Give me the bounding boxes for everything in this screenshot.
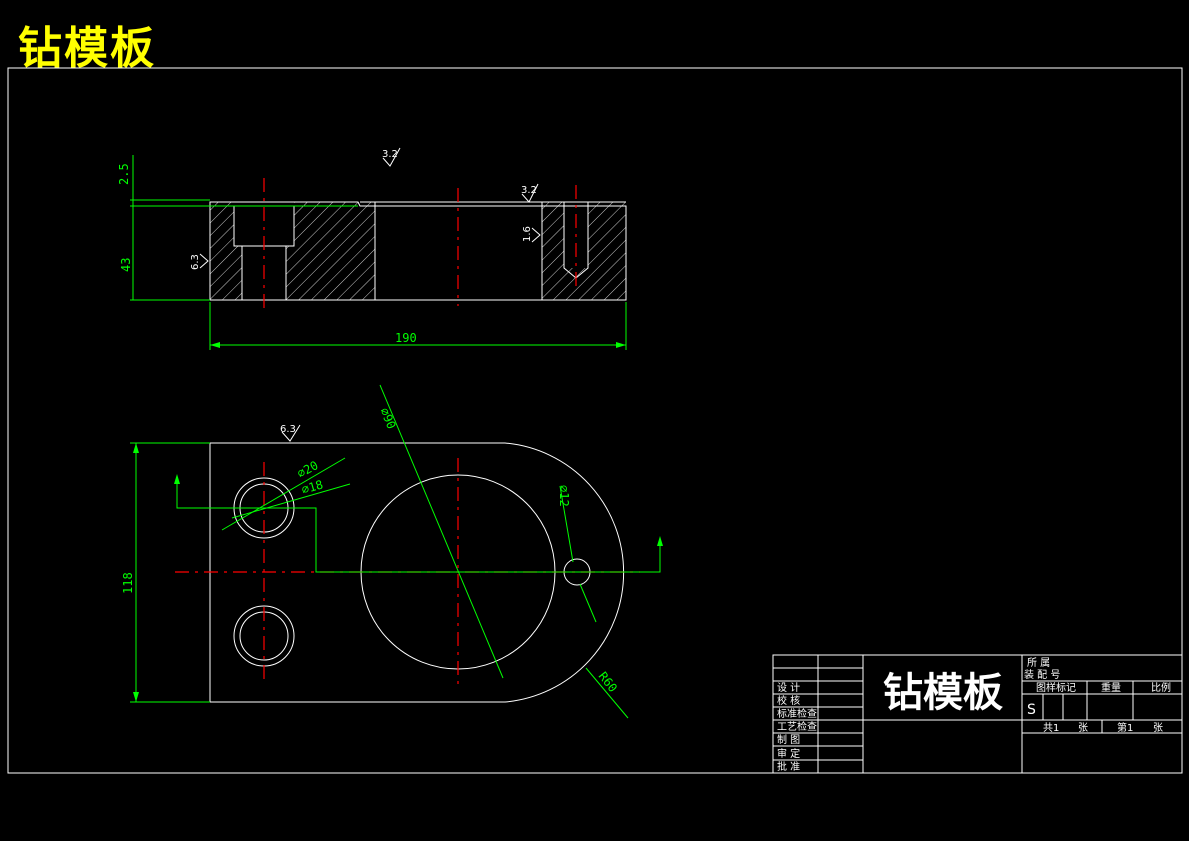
section-outline	[209, 201, 627, 301]
svg-text:所 属: 所 属	[1027, 657, 1050, 669]
blind-hole	[563, 202, 589, 279]
svg-text:比例: 比例	[1151, 681, 1171, 694]
roughness-2: 3.2	[521, 183, 539, 203]
hatch-right-1	[542, 202, 564, 300]
roughness-1: 3.2	[382, 147, 401, 167]
svg-text:张: 张	[1153, 722, 1163, 734]
svg-text:标准检查: 标准检查	[777, 707, 817, 720]
part-name: 钻模板	[883, 670, 1003, 716]
svg-text:S: S	[1027, 702, 1036, 718]
dim-dia12: ⌀12	[557, 485, 571, 507]
svg-text:制 图: 制 图	[777, 733, 800, 746]
dim-width: 118	[121, 572, 135, 594]
roughness-3: 1.6	[522, 226, 541, 243]
roughness-5: 6.3	[280, 424, 301, 442]
dim-dia20: ⌀20	[295, 458, 321, 481]
svg-text:工艺检查: 工艺检查	[777, 720, 817, 733]
hatch-left-1	[210, 202, 234, 300]
dim-r60: R60	[596, 669, 620, 695]
dim-thickness: 2.5	[117, 163, 131, 185]
svg-text:6.3: 6.3	[190, 254, 201, 270]
svg-text:审 定: 审 定	[777, 747, 800, 760]
svg-text:重量: 重量	[1101, 681, 1121, 694]
hatch-right-3	[588, 202, 626, 300]
dim-dia90: ⌀90	[377, 406, 398, 431]
title-block: 钻模板 所 属 装 配 号 图样标记 重量 比例 S 共1 张 第1 张 设 计…	[772, 654, 1183, 774]
hatch-left-3	[286, 246, 294, 300]
svg-text:1.6: 1.6	[522, 226, 533, 242]
page-title: 钻模板	[18, 23, 156, 74]
svg-text:3.2: 3.2	[382, 149, 398, 160]
drawing-border	[7, 67, 1183, 774]
svg-text:6.3: 6.3	[280, 424, 296, 435]
dim-dia18: ⌀18	[300, 477, 325, 496]
dim-length: 190	[395, 331, 417, 345]
roughness-4: 6.3	[190, 253, 209, 270]
hatch-mid	[294, 202, 375, 300]
svg-text:装 配 号: 装 配 号	[1024, 668, 1060, 681]
dim-height: 43	[119, 258, 133, 272]
svg-text:设 计: 设 计	[777, 681, 800, 694]
section-view: 2.5 43 190 3.2 3.2 1.6 6.3	[117, 147, 627, 350]
svg-text:3.2: 3.2	[521, 185, 537, 196]
svg-text:张: 张	[1078, 722, 1088, 734]
svg-text:共1: 共1	[1043, 722, 1059, 734]
hatch-left-2	[234, 246, 242, 300]
svg-text:图样标记: 图样标记	[1036, 681, 1076, 694]
svg-text:第1: 第1	[1117, 721, 1133, 734]
section-cut-line	[176, 478, 661, 573]
svg-text:校 核: 校 核	[777, 694, 800, 707]
plan-outline	[209, 442, 625, 703]
plan-view: 118 ⌀90 ⌀20 ⌀18 ⌀12 R60 6.3	[121, 384, 663, 719]
svg-text:批 准: 批 准	[777, 760, 800, 773]
